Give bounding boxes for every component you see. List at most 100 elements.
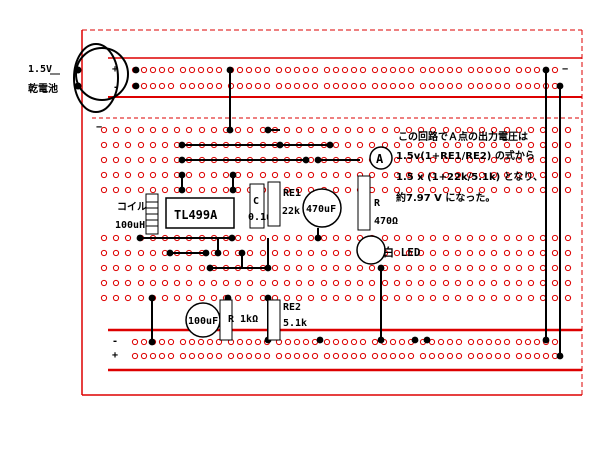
breadboard-hole [293,338,301,346]
breadboard-hole [564,249,572,257]
breadboard-hole [100,294,108,302]
breadboard-hole [210,171,218,179]
breadboard-hole [293,82,301,90]
breadboard-hole [455,82,463,90]
breadboard-hole [446,338,454,346]
breadboard-hole [490,186,498,194]
wire-end [178,156,186,164]
breadboard-hole [368,294,376,302]
breadboard-hole [112,156,120,164]
breadboard-hole [503,352,511,360]
resistor-r470 [357,175,371,231]
r-label: R [374,198,381,209]
wire-end [316,336,324,344]
breadboard-hole [124,234,132,242]
breadboard-hole [503,141,511,149]
breadboard-hole [393,126,401,134]
wire-end [229,186,237,194]
wire-end [423,336,431,344]
breadboard-hole [350,82,358,90]
breadboard-hole [503,126,511,134]
breadboard-hole [417,171,425,179]
breadboard-hole [206,82,214,90]
breadboard-hole [417,186,425,194]
breadboard-hole [454,294,462,302]
breadboard-hole [564,279,572,287]
breadboard-hole [173,294,181,302]
breadboard-hole [380,352,388,360]
wire-end [276,141,284,149]
breadboard-hole [478,171,486,179]
breadboard-hole [210,186,218,194]
breadboard-hole [100,141,108,149]
breadboard-hole [350,352,358,360]
breadboard-hole [417,141,425,149]
wire-end [228,234,236,242]
breadboard-hole [112,264,120,272]
breadboard-hole [359,338,367,346]
breadboard-hole [234,279,242,287]
breadboard-hole [131,338,139,346]
breadboard-hole [283,234,291,242]
breadboard-hole [455,352,463,360]
rail-minus-mark-left: − [96,122,102,133]
breadboard-hole [124,186,132,194]
breadboard-hole [381,294,389,302]
breadboard-hole [476,352,484,360]
breadboard-hole [210,294,218,302]
breadboard-hole [198,279,206,287]
breadboard-hole [295,264,303,272]
breadboard-hole [271,279,279,287]
breadboard-hole [533,66,541,74]
breadboard-hole [442,249,450,257]
breadboard-hole [140,352,148,360]
breadboard-hole [564,264,572,272]
breadboard-hole [437,338,445,346]
measure-point-a [369,146,393,170]
breadboard-hole [332,279,340,287]
wire-end [542,66,550,74]
breadboard-hole [100,156,108,164]
breadboard-hole [179,66,187,74]
breadboard-hole [323,352,331,360]
breadboard-hole [124,141,132,149]
wire-end [377,264,385,272]
breadboard-hole [446,66,454,74]
breadboard-hole [533,352,541,360]
breadboard-hole [515,156,523,164]
jumper-wires [132,66,564,360]
annotation-line-1: この回路でＡ点の出力電圧は [398,130,528,143]
breadboard-hole [295,171,303,179]
breadboard-hole [515,249,523,257]
breadboard-hole [442,126,450,134]
breadboard-hole [515,352,523,360]
breadboard-hole [311,352,319,360]
breadboard-hole [222,279,230,287]
breadboard-hole [533,82,541,90]
breadboard-hole [490,249,498,257]
breadboard-hole [283,186,291,194]
breadboard-hole [222,186,230,194]
breadboard-hole [551,171,559,179]
breadboard-hole [466,126,474,134]
breadboard-hole [161,294,169,302]
breadboard-hole [419,82,427,90]
breadboard-hole [437,66,445,74]
breadboard-hole [429,234,437,242]
wire-end [229,171,237,179]
wire-end [214,249,222,257]
breadboard-hole [332,249,340,257]
breadboard-hole [371,338,379,346]
breadboard-hole [112,279,120,287]
breadboard-hole [124,264,132,272]
breadboard-hole [254,66,262,74]
breadboard-hole [381,234,389,242]
breadboard-hole [527,264,535,272]
breadboard-hole [478,126,486,134]
breadboard-hole [197,82,205,90]
breadboard-hole [302,338,310,346]
breadboard-hole [466,279,474,287]
breadboard-hole [466,141,474,149]
breadboard-hole [283,126,291,134]
breadboard-hole [485,352,493,360]
